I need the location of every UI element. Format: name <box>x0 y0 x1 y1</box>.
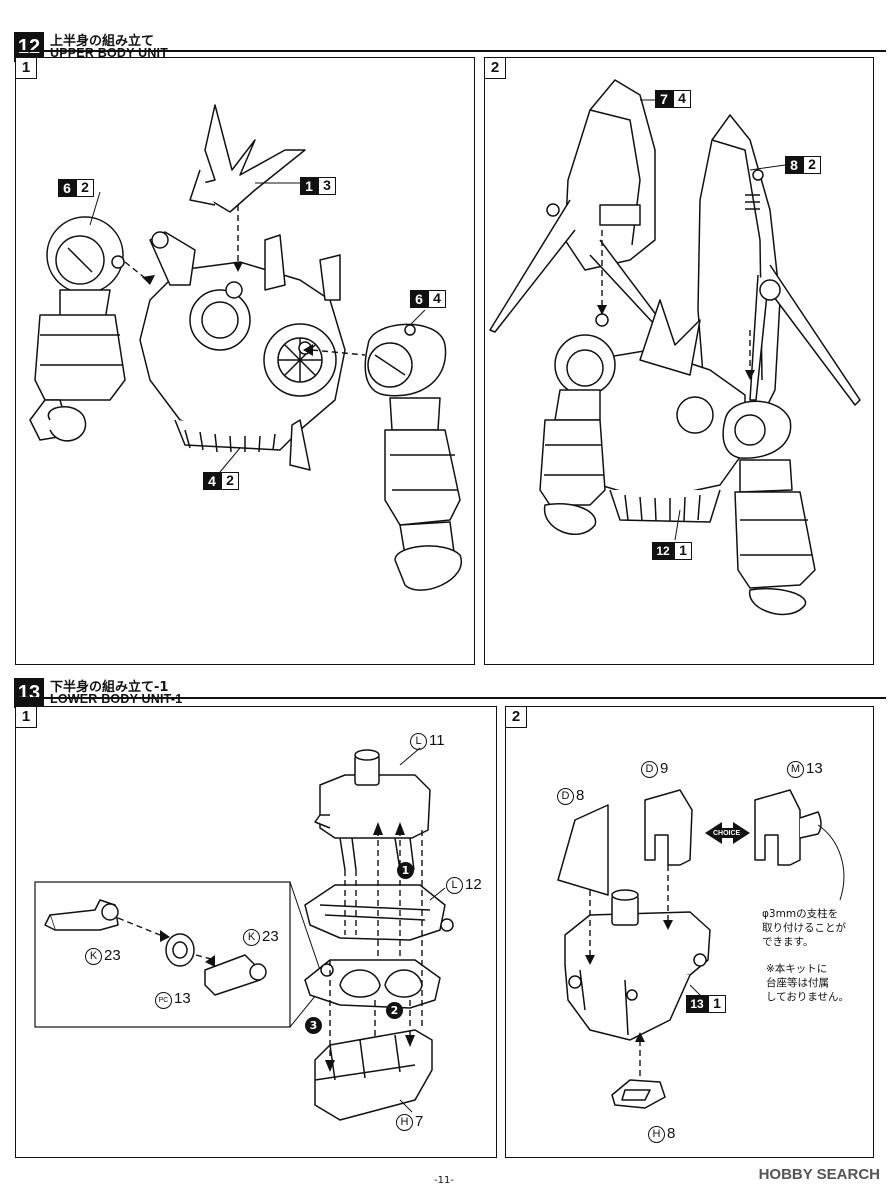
runner-letter: D <box>641 761 658 778</box>
tag-number: 1 <box>674 542 692 560</box>
choice-arrow-right <box>733 822 750 844</box>
runner-letter: M <box>787 761 804 778</box>
part-number: 13 <box>174 990 191 1007</box>
tag-runner: 7 <box>655 90 673 108</box>
tag-runner: 13 <box>686 995 708 1013</box>
part-tag-8-2: 8 2 <box>785 156 821 174</box>
section-rule <box>14 50 886 52</box>
part-number: 9 <box>660 760 669 777</box>
runner-letter: K <box>85 948 102 965</box>
runner-letter: D <box>557 788 574 805</box>
step-mark-2: 2 <box>386 1002 403 1019</box>
tag-runner: 6 <box>58 179 76 197</box>
part-tag-12-1: 12 1 <box>652 542 692 560</box>
tag-number: 1 <box>708 995 726 1013</box>
part-tag-6-4: 6 4 <box>410 290 446 308</box>
tag-runner: 6 <box>410 290 428 308</box>
step-mark-3: 3 <box>305 1017 322 1034</box>
section-title-jp: 上半身の組み立て <box>50 34 155 49</box>
tag-number: 2 <box>76 179 94 197</box>
section-title-en: UPPER BODY UNIT <box>50 46 169 60</box>
tag-number: 4 <box>428 290 446 308</box>
tag-runner: 12 <box>652 542 674 560</box>
part-number: 8 <box>667 1125 676 1142</box>
part-tag-13-1: 13 1 <box>686 995 726 1013</box>
part-number: 8 <box>576 787 585 804</box>
panel-number: 2 <box>505 706 527 728</box>
part-tag-7-4: 7 4 <box>655 90 691 108</box>
section-title-jp: 下半身の組み立て-1 <box>50 680 169 695</box>
runner-letter: L <box>410 733 427 750</box>
tag-runner: 8 <box>785 156 803 174</box>
part-number: 23 <box>104 947 121 964</box>
panel-number: 1 <box>15 706 37 728</box>
choice-label: CHOICE <box>713 830 741 837</box>
part-tag-6-2: 6 2 <box>58 179 94 197</box>
tag-number: 2 <box>803 156 821 174</box>
part-tag-1-3: 1 3 <box>300 177 336 195</box>
runner-letter: K <box>243 929 260 946</box>
part-number: 23 <box>262 928 279 945</box>
part-number: 7 <box>415 1113 424 1130</box>
part-number: 12 <box>465 876 482 893</box>
runner-letter: H <box>648 1126 665 1143</box>
runner-letter: H <box>396 1114 413 1131</box>
tag-runner: 1 <box>300 177 318 195</box>
panel-number: 1 <box>15 57 37 79</box>
part-number: 11 <box>429 732 445 749</box>
section-number: 13 <box>14 678 44 708</box>
section-title-en: LOWER BODY UNIT-1 <box>50 692 183 706</box>
tag-runner: 4 <box>203 472 221 490</box>
section-rule <box>14 697 886 699</box>
part-number: 13 <box>806 760 823 777</box>
support-note: φ3mmの支柱を 取り付けることが できます。 <box>762 908 846 948</box>
runner-letter: L <box>446 877 463 894</box>
tag-number: 4 <box>673 90 691 108</box>
tag-number: 2 <box>221 472 239 490</box>
tag-number: 3 <box>318 177 336 195</box>
watermark-credit: HOBBY SEARCH <box>758 1166 880 1183</box>
part-tag-4-2: 4 2 <box>203 472 239 490</box>
panel-number: 2 <box>484 57 506 79</box>
runner-letter: PC <box>155 992 172 1009</box>
page-number: -11- <box>434 1175 454 1186</box>
stand-note: ※本キットに 台座等は付属 しておりません。 <box>766 963 850 1003</box>
choice-arrow-left <box>705 822 722 844</box>
step-mark-1: 1 <box>397 862 414 879</box>
